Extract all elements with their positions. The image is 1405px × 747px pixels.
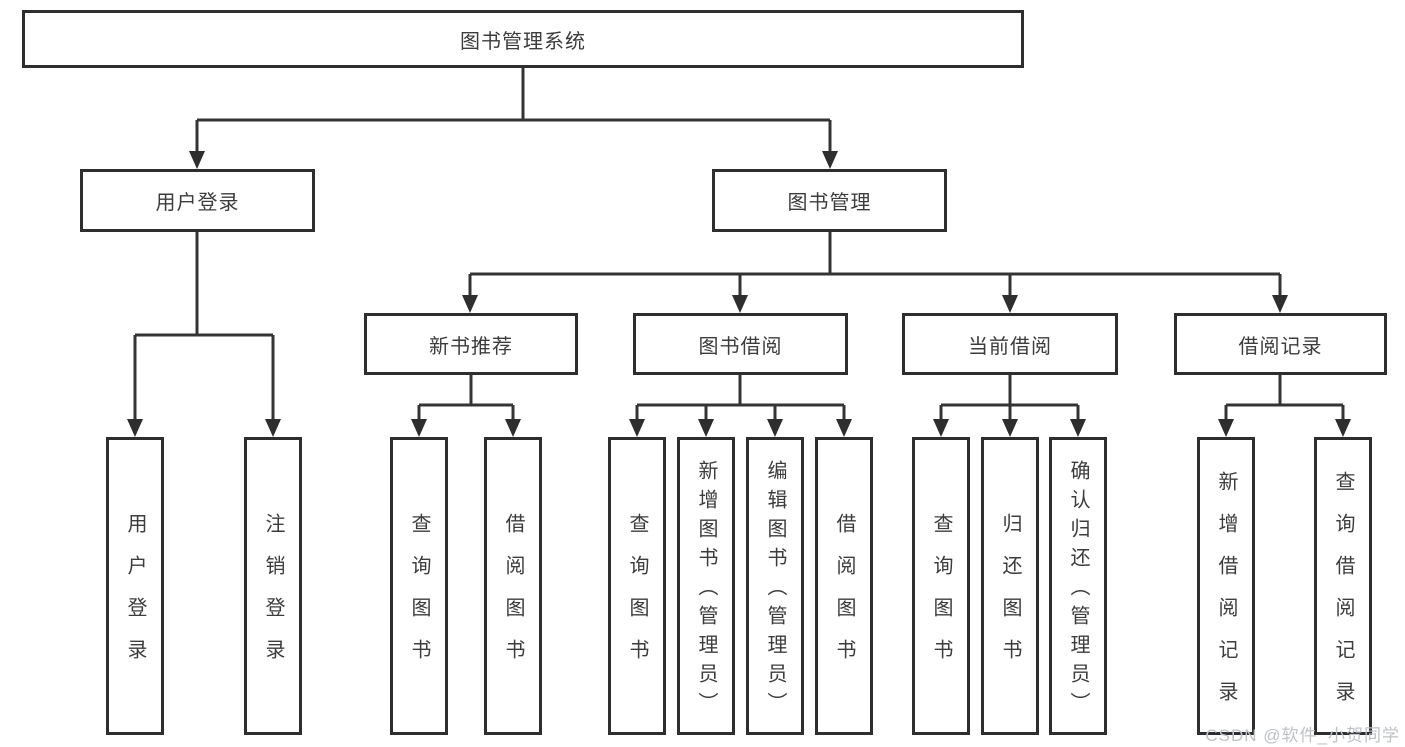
leaf-add-books-admin: 新增图书（管理员） [677, 437, 735, 735]
connector-book-borrowing-fork [635, 375, 846, 424]
leaf-edit-books-admin: 编辑图书（管理员） [746, 437, 804, 735]
leaf-label: 借阅图书 [502, 513, 524, 681]
connector-current-borrowing-fork [939, 375, 1080, 424]
leaf-label: 新增图书（管理员） [695, 460, 717, 721]
connector-new-book-recommendation-fork [417, 375, 515, 424]
leaf-query-books-borrowing: 查询图书 [608, 437, 666, 735]
connector-borrowing-records-fork [1224, 375, 1345, 424]
connector-book-management-fork [468, 232, 1282, 300]
leaf-confirm-return-admin: 确认归还（管理员） [1049, 437, 1107, 735]
connector-root-fork [195, 68, 832, 155]
leaf-label: 归还图书 [999, 513, 1021, 681]
node-book-borrowing: 图书借阅 [633, 313, 848, 375]
leaf-return-books: 归还图书 [981, 437, 1039, 735]
leaf-label: 查询图书 [408, 513, 430, 681]
node-user-login: 用户登录 [80, 169, 315, 232]
leaf-user-login: 用户登录 [106, 437, 164, 735]
leaf-logout: 注销登录 [244, 437, 302, 735]
leaf-label: 用户登录 [124, 513, 146, 681]
connector-user-login-fork [133, 232, 275, 424]
leaf-label: 新增借阅记录 [1215, 471, 1237, 723]
node-borrowing-records: 借阅记录 [1174, 313, 1387, 375]
leaf-query-books-current: 查询图书 [912, 437, 970, 735]
leaf-label: 注销登录 [262, 513, 284, 681]
watermark: CSDN @软件_小贺同学 [1205, 726, 1400, 745]
leaf-label: 编辑图书（管理员） [764, 460, 786, 721]
leaf-add-borrow-record: 新增借阅记录 [1197, 437, 1255, 735]
node-label: 图书借阅 [698, 335, 783, 358]
leaf-label: 查询图书 [626, 513, 648, 681]
node-label: 新书推荐 [429, 335, 513, 358]
node-label: 当前借阅 [968, 335, 1052, 358]
leaf-query-books-recommendation: 查询图书 [390, 437, 448, 735]
leaf-query-borrow-record: 查询借阅记录 [1314, 437, 1372, 735]
leaf-label: 确认归还（管理员） [1067, 460, 1089, 721]
leaf-label: 借阅图书 [833, 513, 855, 681]
node-label: 图书管理 [787, 192, 872, 214]
leaf-label: 查询图书 [930, 513, 952, 681]
node-label: 图书管理系统 [460, 30, 586, 53]
node-current-borrowing: 当前借阅 [902, 313, 1118, 375]
leaf-label: 查询借阅记录 [1332, 471, 1354, 723]
node-book-management: 图书管理 [712, 169, 947, 232]
leaf-borrow-books-recommendation: 借阅图书 [484, 437, 542, 735]
leaf-borrow-books-borrowing: 借阅图书 [815, 437, 873, 735]
node-label: 用户登录 [155, 192, 240, 214]
node-library-management-system: 图书管理系统 [22, 10, 1024, 68]
node-label: 借阅记录 [1238, 335, 1323, 358]
node-new-book-recommendation: 新书推荐 [364, 313, 578, 375]
